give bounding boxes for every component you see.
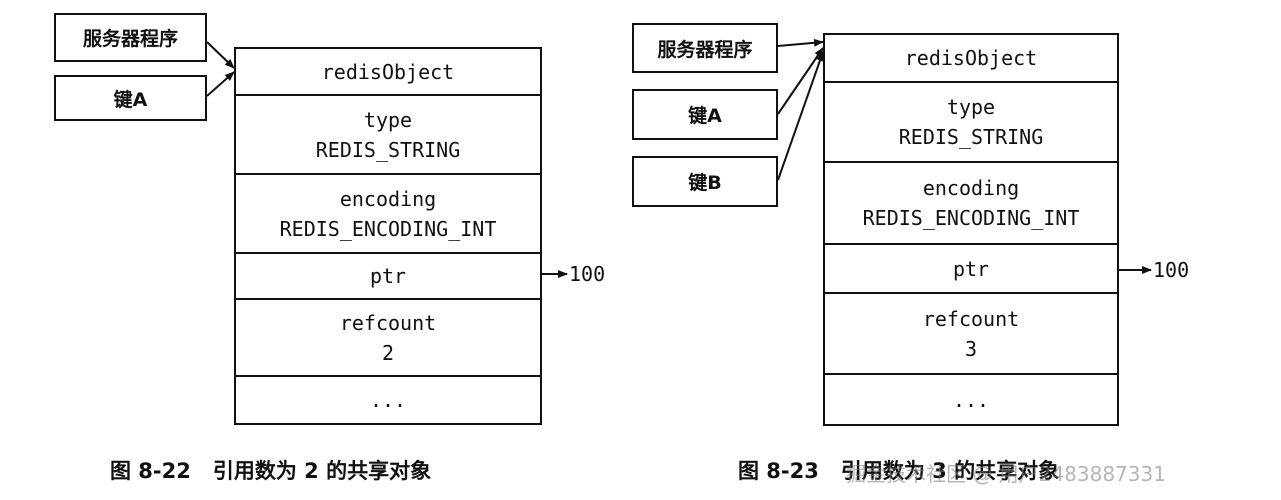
encoding-label: encoding xyxy=(922,176,1020,200)
arrow-server-to-object xyxy=(777,38,824,47)
key-label: 键A xyxy=(688,105,722,127)
key-label: 键A xyxy=(113,88,148,111)
ptr-target-value: 100 xyxy=(569,262,606,286)
encoding-value: REDIS_ENCODING_INT xyxy=(862,206,1080,230)
key-box-a: 键A xyxy=(632,89,778,140)
type-field: type REDIS_STRING xyxy=(823,81,1119,163)
arrow-key-a-to-object xyxy=(206,71,235,97)
type-label: type xyxy=(946,95,996,119)
refcount-field: refcount 3 xyxy=(823,292,1119,375)
key-box-server-program: 服务器程序 xyxy=(54,13,207,62)
ptr-target-value: 100 xyxy=(1153,258,1190,282)
encoding-label: encoding xyxy=(339,186,437,211)
arrow-server-to-object xyxy=(206,41,235,69)
type-value: REDIS_STRING xyxy=(898,125,1044,149)
header-text: redisObject xyxy=(904,46,1038,70)
key-label: 键B xyxy=(688,172,722,194)
ptr-label: ptr xyxy=(952,256,990,281)
type-label: type xyxy=(363,107,413,132)
figure-caption-8-23: 图 8-23 引用数为 3 的共享对象 xyxy=(738,455,1059,485)
refcount-label: refcount xyxy=(922,306,1020,331)
key-box-server-program: 服务器程序 xyxy=(632,23,778,73)
figure-caption-8-22: 图 8-22 引用数为 2 的共享对象 xyxy=(110,455,431,485)
caption-number: 图 8-22 xyxy=(110,459,191,483)
refcount-label: refcount xyxy=(339,310,437,335)
ptr-field: ptr xyxy=(234,252,542,300)
type-field: type REDIS_STRING xyxy=(234,94,542,175)
caption-text: 引用数为 3 的共享对象 xyxy=(840,459,1060,483)
caption-number: 图 8-23 xyxy=(738,459,819,483)
encoding-field: encoding REDIS_ENCODING_INT xyxy=(823,161,1119,245)
encoding-value: REDIS_ENCODING_INT xyxy=(279,216,497,241)
key-box-b: 键B xyxy=(632,156,778,207)
type-value: REDIS_STRING xyxy=(315,137,461,162)
key-label: 服务器程序 xyxy=(82,28,178,50)
key-label: 服务器程序 xyxy=(657,38,753,61)
ellipsis: ... xyxy=(952,387,990,412)
caption-text: 引用数为 2 的共享对象 xyxy=(212,459,432,483)
key-box-a: 键A xyxy=(54,75,207,121)
more-fields: ... xyxy=(823,373,1119,426)
refcount-field: refcount 2 xyxy=(234,298,542,377)
arrow-key-b-to-object xyxy=(777,51,824,181)
more-fields: ... xyxy=(234,375,542,425)
ellipsis: ... xyxy=(369,388,407,412)
refcount-value: 3 xyxy=(964,336,978,361)
ptr-label: ptr xyxy=(369,264,407,288)
header-text: redisObject xyxy=(321,59,455,84)
watermark: 掘金技术社区 @ 用户2483887331 xyxy=(846,462,1166,486)
encoding-field: encoding REDIS_ENCODING_INT xyxy=(234,173,542,254)
redis-object-header: redisObject xyxy=(823,33,1119,83)
ptr-field: ptr xyxy=(823,243,1119,294)
redis-object-header: redisObject xyxy=(234,47,542,96)
arrow-key-a-to-object xyxy=(777,47,824,115)
refcount-value: 2 xyxy=(381,340,395,365)
